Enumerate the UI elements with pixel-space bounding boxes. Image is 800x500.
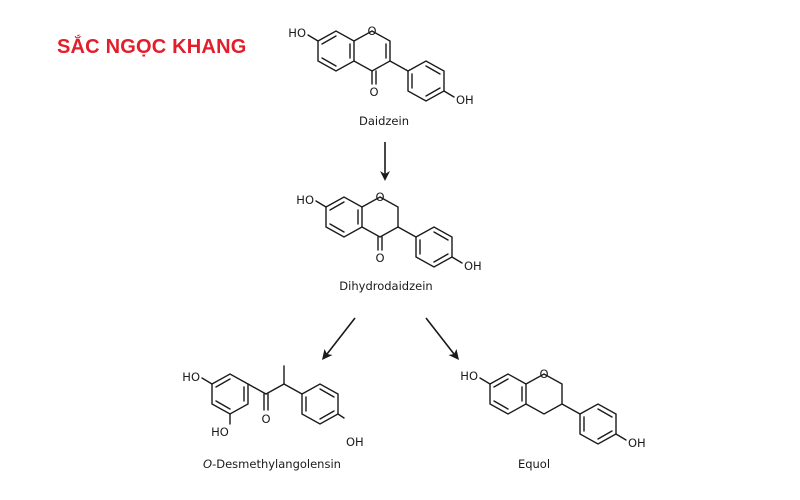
reaction-arrow [380, 142, 390, 181]
daidzein-structure: HO O O OH [288, 24, 473, 107]
hydroxyl-label: OH [464, 259, 482, 273]
dihydrodaidzein-structure: HO O O OH [296, 190, 481, 273]
hydroxyl-label: HO [460, 369, 478, 383]
desmethylangolensin-structure: HO HO O OH [182, 365, 364, 449]
daidzein-label: Daidzein [359, 114, 409, 128]
hydroxyl-label: HO [296, 193, 314, 207]
italic-prefix: O [203, 457, 212, 471]
hydroxyl-label: HO [288, 26, 306, 40]
oxygen-label: O [367, 24, 376, 38]
hydroxyl-label: OH [628, 436, 646, 450]
oxygen-label: O [539, 367, 548, 381]
dihydrodaidzein-label: Dihydrodaidzein [339, 279, 432, 293]
brand-logo: SẮC NGỌC KHANG [57, 36, 247, 58]
equol-structure: HO O OH [460, 367, 645, 450]
hydroxyl-label: HO [211, 425, 229, 439]
compound-name: -Desmethylangolensin [212, 457, 341, 471]
oxygen-label: O [369, 85, 378, 99]
oxygen-label: O [375, 190, 384, 204]
hydroxyl-label: OH [456, 93, 474, 107]
hydroxyl-label: HO [182, 370, 200, 384]
oxygen-label: O [261, 412, 270, 426]
reaction-arrow [322, 317, 356, 360]
oxygen-label: O [375, 251, 384, 265]
desmethylangolensin-label: O-Desmethylangolensin [203, 457, 341, 471]
hydroxyl-label: OH [346, 435, 364, 449]
equol-label: Equol [518, 457, 550, 471]
reaction-arrow [425, 317, 459, 360]
